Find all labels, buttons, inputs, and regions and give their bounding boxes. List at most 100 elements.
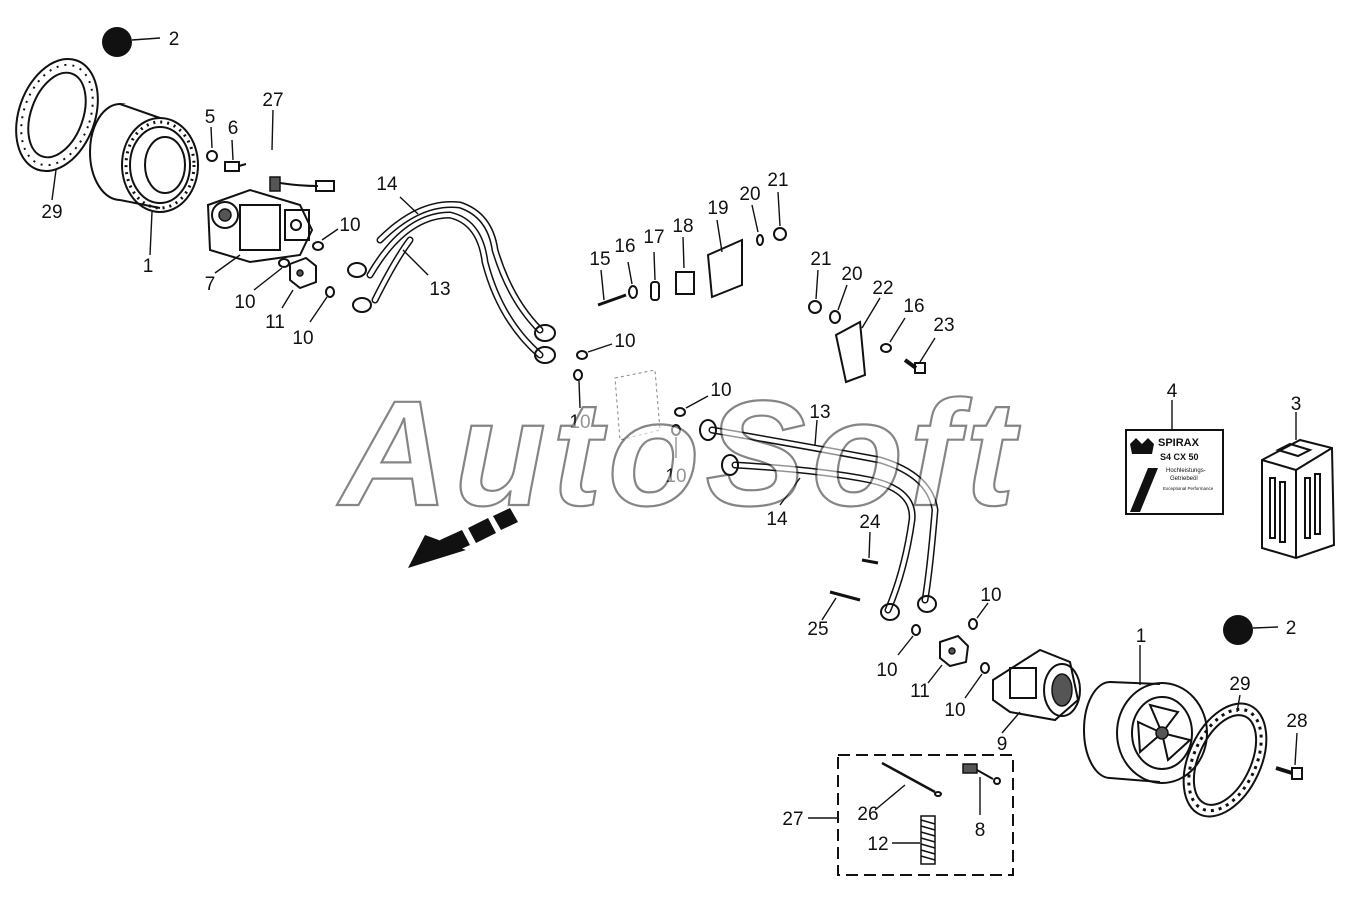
callout-10-b: 10 [234,292,255,313]
cable-26 [881,761,942,797]
washer-16-a [628,285,638,299]
sensor-8 [962,763,1001,785]
callout-6: 6 [228,118,239,139]
valve-block-outline [614,369,661,441]
callout-14-bottom: 14 [766,509,788,530]
callout-3: 3 [1291,394,1302,415]
watermark: AutoSoft [336,369,1021,537]
gearbox-1-top [89,103,199,213]
o-ring-10-g [671,424,681,436]
spring-12 [920,815,936,865]
bolt-24 [861,558,879,565]
o-ring-10-f [674,407,686,417]
callout-14-top: 14 [376,174,398,195]
adapter-block-11-bottom [939,634,970,668]
washer-20-b [829,310,841,324]
callout-10-g: 10 [665,466,686,487]
direction-arrow [408,508,518,568]
callout-21-b: 21 [810,249,831,270]
item-2-marker-bottom [1223,615,1253,645]
callout-10-f: 10 [710,380,731,401]
hydraulic-motor-7 [206,188,314,264]
callout-21-a: 21 [767,170,788,191]
callout-29-bottom: 29 [1229,674,1250,695]
callout-10-a: 10 [339,215,360,236]
clip-17 [650,281,660,301]
bolt-23 [903,358,926,374]
shell-logo-icon [1130,438,1154,454]
o-ring-10-a [312,241,324,251]
callout-10-c: 10 [292,328,313,349]
callout-4: 4 [1167,381,1178,402]
flange-ring-29-bottom [1182,702,1268,818]
bolt-28 [1275,766,1303,780]
callout-13-top: 13 [429,279,450,300]
callout-7: 7 [205,274,216,295]
callout-12: 12 [867,834,888,855]
hose-14-top [366,200,544,359]
callout-2-top: 2 [169,29,180,50]
o-ring-10-i [911,624,921,636]
bolt-25 [829,590,861,602]
label-line-3: Exceptional Performance [1163,486,1214,491]
clamp-18 [675,271,695,295]
item-2-marker-top [102,27,132,57]
washer-5 [206,150,218,162]
hose-fitting-e [699,419,717,441]
callout-17: 17 [643,227,664,248]
callout-29-top: 29 [41,202,62,223]
hose-14-bottom [731,461,916,614]
hose-fitting-h [917,595,937,613]
hose-13-top [371,236,414,304]
nut-21-b [808,300,822,314]
callout-1-top: 1 [143,256,154,277]
bolt-6 [224,161,247,172]
callout-26: 26 [857,804,878,825]
adapter-block-11-top [289,256,317,290]
o-ring-10-h [968,618,978,630]
bracket-22 [834,320,867,384]
callout-27-top: 27 [262,90,283,111]
sensor-cable-27 [269,176,335,192]
callout-19: 19 [707,198,728,219]
o-ring-10-e [573,369,583,381]
hose-fitting-d [534,346,556,364]
callout-16-b: 16 [903,296,924,317]
callout-11-top: 11 [265,312,285,333]
callout-5: 5 [205,107,216,128]
callout-25: 25 [807,619,828,640]
callout-20-a: 20 [739,184,760,205]
label-grade: S4 CX 50 [1160,452,1199,462]
callout-11-bottom: 11 [910,681,930,702]
label-line-2: Getriebeöl [1170,476,1198,482]
callout-8: 8 [975,820,986,841]
hose-fitting-g [880,603,900,621]
oil-canister-3 [1261,438,1336,560]
callout-1-bottom: 1 [1136,626,1147,647]
callout-10-e: 10 [569,412,590,433]
gearbox-1-bottom [1083,681,1208,784]
hose-fitting-f [721,454,739,476]
o-ring-10-d [576,350,588,360]
bolt-15 [597,293,627,307]
hose-fitting-b [352,297,372,313]
label-line-1: Hochleistungs- [1166,468,1206,474]
callout-20-b: 20 [841,264,862,285]
callout-28: 28 [1286,711,1307,732]
callout-13-bottom: 13 [809,402,830,423]
callout-10-i: 10 [876,660,897,681]
callout-15: 15 [589,249,610,270]
washer-20-a [756,234,764,246]
hose-fitting-c [534,324,556,342]
washer-16-b [880,343,892,353]
nut-21-a [773,227,787,241]
o-ring-10-j [980,662,990,674]
hydraulic-motor-9 [992,648,1081,722]
hose-fitting-a [347,262,367,278]
oil-label-4: SPIRAX S4 CX 50 Hochleistungs- Getriebeö… [1125,429,1224,515]
callout-9: 9 [997,734,1008,755]
bracket-19 [706,238,743,299]
flange-ring-29-top [15,57,99,173]
hose-13-bottom [708,426,939,604]
